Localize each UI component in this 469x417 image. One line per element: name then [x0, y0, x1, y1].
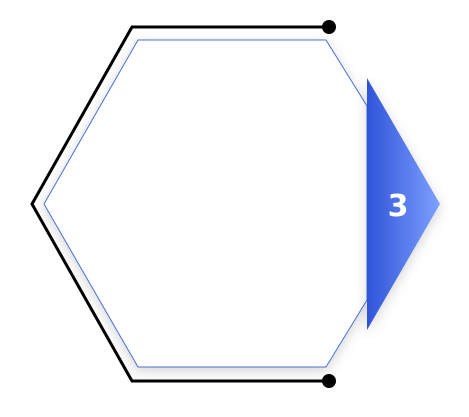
- hexagon-outer-outline: [30, 25, 329, 383]
- step-arrow: [367, 78, 440, 330]
- outline-endpoint-top: [322, 20, 336, 34]
- hexagon-inner-panel: [43, 39, 368, 368]
- step-number: 3: [388, 189, 409, 224]
- outline-endpoint-bottom: [322, 374, 336, 388]
